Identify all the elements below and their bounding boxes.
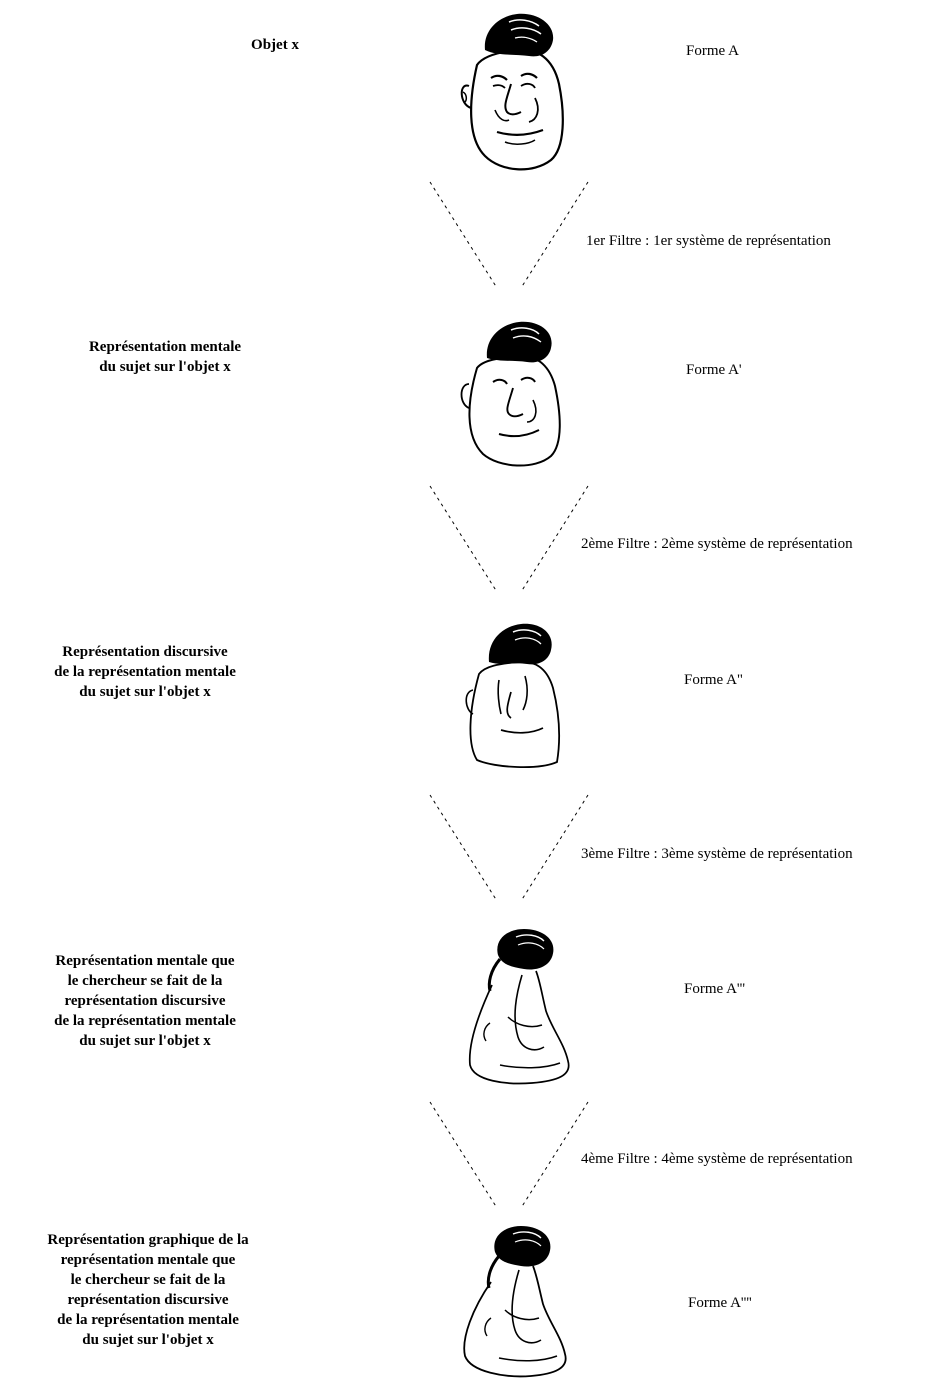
stage-label-discursive: Représentation discursive de la représen… bbox=[54, 644, 236, 700]
face-drawing-a1 bbox=[460, 321, 561, 467]
stage-label-graphique: Représentation graphique de la représent… bbox=[47, 1232, 249, 1348]
forme-label-a2: Forme A" bbox=[684, 672, 744, 688]
figure-drawing-a3 bbox=[468, 929, 570, 1085]
stage-label-objet: Objet x bbox=[251, 37, 299, 53]
face-drawing-a bbox=[460, 13, 564, 171]
face-drawing-a2 bbox=[465, 623, 560, 768]
stage-label-mentale: Représentation mentale du sujet sur l'ob… bbox=[88, 339, 242, 375]
filter-funnel-2 bbox=[429, 485, 589, 593]
forme-label-a4: Forme A'''' bbox=[688, 1295, 752, 1311]
filter-funnel-3 bbox=[429, 794, 589, 902]
filter-label-3: 3ème Filtre : 3ème système de représenta… bbox=[581, 846, 853, 862]
forme-label-a1: Forme A' bbox=[686, 362, 742, 378]
filter-label-2: 2ème Filtre : 2ème système de représenta… bbox=[581, 536, 853, 552]
stage-label-chercheur: Représentation mentale que le chercheur … bbox=[54, 953, 236, 1049]
filter-label-1: 1er Filtre : 1er système de représentati… bbox=[586, 233, 831, 249]
forme-label-a3: Forme A''' bbox=[684, 981, 746, 997]
figure-drawing-a4 bbox=[463, 1226, 567, 1378]
filter-funnel-4 bbox=[429, 1101, 589, 1209]
forme-label-a: Forme A bbox=[686, 43, 739, 59]
filter-label-4: 4ème Filtre : 4ème système de représenta… bbox=[581, 1151, 853, 1167]
filter-funnel-1 bbox=[429, 181, 589, 289]
